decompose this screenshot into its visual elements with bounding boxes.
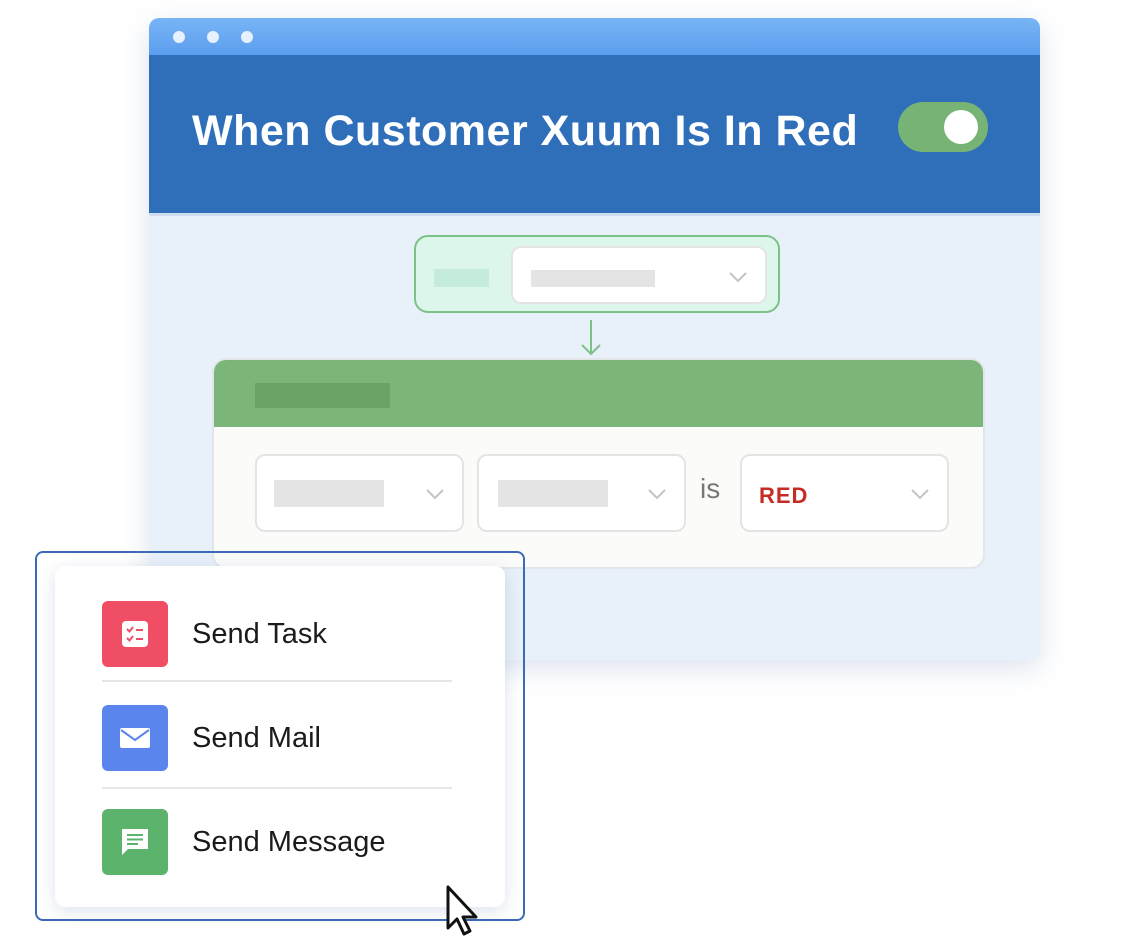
menu-divider bbox=[102, 787, 452, 789]
menu-item-label: Send Task bbox=[192, 618, 327, 650]
workflow-header: When Customer Xuum Is In Red bbox=[149, 55, 1040, 216]
condition-attribute-select[interactable] bbox=[477, 454, 686, 532]
chat-message-icon bbox=[102, 809, 168, 875]
condition-value-select[interactable]: RED bbox=[740, 454, 949, 532]
field-select-placeholder bbox=[274, 480, 384, 507]
trigger-select-placeholder bbox=[531, 270, 655, 287]
mail-envelope-icon bbox=[102, 705, 168, 771]
menu-item-label: Send Mail bbox=[192, 722, 321, 754]
condition-card: is RED bbox=[212, 358, 985, 569]
menu-item-send-mail[interactable]: Send Mail bbox=[102, 705, 452, 771]
window-dot-2 bbox=[207, 31, 219, 43]
menu-item-send-message[interactable]: Send Message bbox=[102, 809, 452, 875]
menu-item-send-task[interactable]: Send Task bbox=[102, 601, 452, 667]
chevron-down-icon bbox=[426, 489, 444, 500]
trigger-block bbox=[414, 235, 780, 313]
mouse-pointer-icon bbox=[446, 885, 478, 936]
menu-divider bbox=[102, 680, 452, 682]
menu-item-label: Send Message bbox=[192, 826, 386, 858]
trigger-select[interactable] bbox=[511, 246, 767, 304]
chevron-down-icon bbox=[648, 489, 666, 500]
actions-menu: Send Task Send Mail Send Message bbox=[55, 566, 505, 907]
workflow-enabled-toggle[interactable] bbox=[898, 102, 988, 152]
trigger-label-placeholder bbox=[434, 269, 489, 287]
condition-field-select[interactable] bbox=[255, 454, 464, 532]
toggle-knob bbox=[944, 110, 978, 144]
condition-header bbox=[214, 360, 983, 427]
window-titlebar bbox=[149, 18, 1040, 55]
condition-value: RED bbox=[759, 483, 809, 508]
workflow-window: When Customer Xuum Is In Red bbox=[149, 18, 1040, 660]
arrow-down-icon bbox=[581, 320, 601, 356]
task-checklist-icon bbox=[102, 601, 168, 667]
actions-menu-outline bbox=[35, 551, 525, 921]
window-dot-1 bbox=[173, 31, 185, 43]
condition-operator: is bbox=[700, 473, 721, 504]
chevron-down-icon bbox=[729, 272, 747, 283]
workflow-title: When Customer Xuum Is In Red bbox=[192, 107, 859, 155]
condition-header-placeholder bbox=[255, 383, 390, 408]
window-dot-3 bbox=[241, 31, 253, 43]
chevron-down-icon bbox=[911, 489, 929, 500]
attribute-select-placeholder bbox=[498, 480, 608, 507]
